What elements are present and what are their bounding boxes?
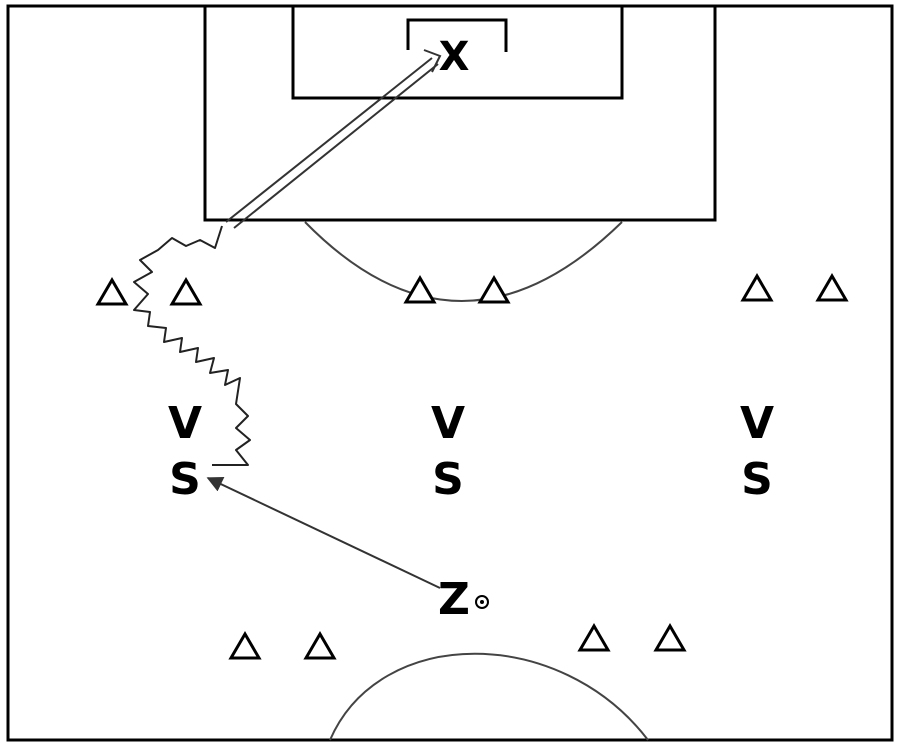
- pass-arrow: [206, 476, 441, 589]
- goal-icon: [406, 18, 508, 52]
- triangle-cone-icon: [740, 273, 774, 302]
- triangle-cone-icon: [95, 277, 129, 306]
- ball-icon: [475, 595, 489, 609]
- striker-label: S: [169, 454, 201, 505]
- triangle-cone-icon: [303, 631, 337, 660]
- penalty-area: [203, 6, 717, 222]
- defender-label: V: [168, 398, 202, 449]
- triangle-cone-icon: [815, 273, 849, 302]
- server-label: Z: [438, 574, 470, 625]
- cones: [95, 273, 849, 660]
- shot-arrow: [225, 49, 442, 229]
- triangle-cone-icon: [653, 623, 687, 652]
- triangle-cone-icon: [403, 275, 437, 304]
- pitch-boundary: [6, 4, 894, 742]
- striker-label: S: [741, 454, 773, 505]
- triangle-cone-icon: [477, 275, 511, 304]
- goalkeeper-label: X: [439, 34, 470, 80]
- defender-label: V: [740, 398, 774, 449]
- defender-label: V: [431, 398, 465, 449]
- striker-label: S: [432, 454, 464, 505]
- dribble-path: [133, 225, 251, 466]
- triangle-cone-icon: [577, 623, 611, 652]
- goal-area: [291, 6, 624, 100]
- triangle-cone-icon: [228, 631, 262, 660]
- penalty-arc: [304, 221, 623, 302]
- center-arc: [329, 652, 649, 741]
- triangle-cone-icon: [169, 277, 203, 306]
